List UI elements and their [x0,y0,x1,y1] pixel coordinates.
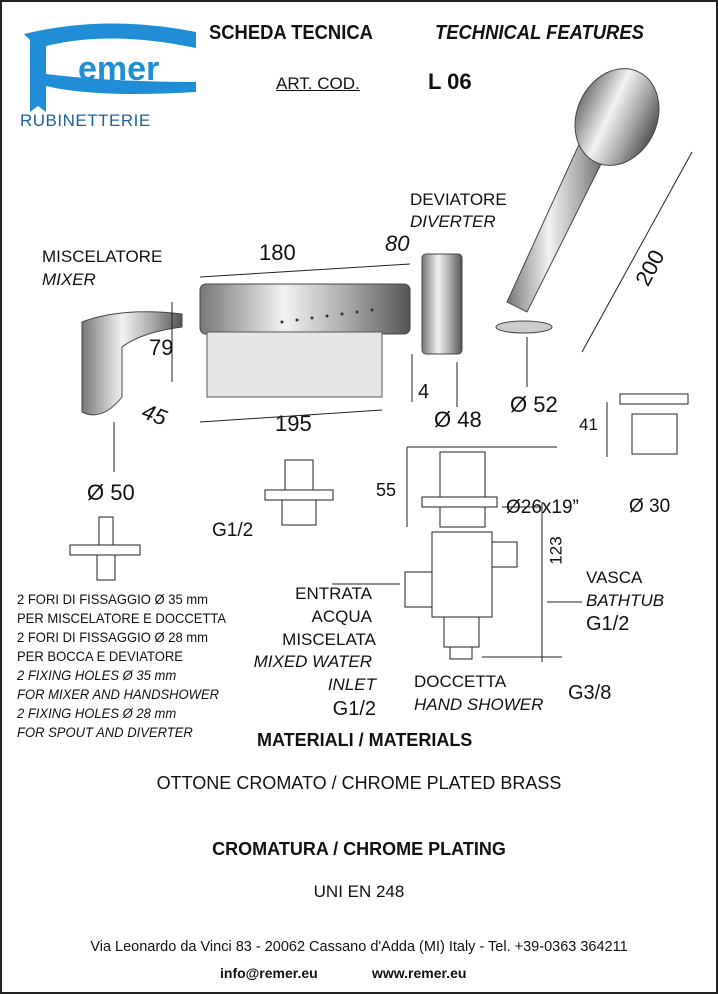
dim-diameter-26x19: Ø26x19” [506,497,579,518]
dim-55: 55 [376,480,397,500]
logo-subtitle: RUBINETTERIE [20,111,151,130]
shower-thread: G3/8 [568,682,612,704]
note-line: FOR MIXER AND HANDSHOWER [17,686,220,702]
fixing-holes-notes: 2 FORI DI FISSAGGIO Ø 35 mm PER MISCELAT… [17,590,242,742]
diverter-label-en: DIVERTER [410,212,496,231]
inlet-label-4: MIXED WATER [253,652,372,671]
mixer-label-en: MIXER [42,270,96,289]
remer-logo: emer RUBINETTERIE [16,20,198,130]
inlet-thread: G1/2 [332,698,376,720]
plating-value: UNI EN 248 [313,882,405,901]
art-code-label: ART. COD. [276,74,360,93]
note-line: PER MISCELATORE E DOCCETTA [17,610,227,626]
svg-text:emer: emer [78,50,159,88]
mixer-drawing [81,311,183,416]
bathtub-label-it: VASCA [586,568,643,587]
dim-180: 180 [259,240,296,265]
note-line: PER BOCCA E DEVIATORE [17,648,183,664]
dim-41: 41 [579,415,598,434]
shower-label-en: HAND SHOWER [414,695,544,714]
handshower-drawing [495,68,660,334]
title-english: TECHNICAL FEATURES [435,22,644,44]
logo-mark-icon: emer [24,23,196,112]
bathtub-thread: G1/2 [586,613,630,635]
dim-80: 80 [385,231,410,256]
title-italian: SCHEDA TECNICA [209,22,373,44]
dim-diameter-30: Ø 30 [629,496,671,517]
bathtub-label-en: BATHTUB [586,591,665,610]
inlet-label-5: INLET [327,675,376,694]
footer-address: Via Leonardo da Vinci 83 - 20062 Cassano… [90,939,628,955]
footer-website[interactable]: www.remer.eu [372,965,467,981]
section-drawings [69,393,689,660]
note-line: 2 FIXING HOLES Ø 28 mm [17,705,177,721]
note-line: FOR SPOUT AND DIVERTER [17,724,193,740]
diverter-label-it: DEVIATORE [410,190,507,209]
dim-4: 4 [418,381,430,403]
spout-drawing [199,283,411,398]
inlet-label-3: MISCELATA [282,630,376,649]
shower-label-it: DOCCETTA [414,672,507,691]
dim-diameter-50: Ø 50 [87,480,135,505]
diverter-drawing [421,253,463,355]
dim-123: 123 [546,536,566,565]
materials-value: OTTONE CROMATO / CHROME PLATED BRASS [156,773,562,793]
note-line: 2 FIXING HOLES Ø 35 mm [17,667,177,683]
dim-195: 195 [275,411,312,436]
dim-diameter-52: Ø 52 [510,392,558,417]
dim-79: 79 [149,335,174,360]
plating-heading: CROMATURA / CHROME PLATING [212,839,506,859]
art-code-value: L 06 [428,69,472,94]
dim-g12-thread: G1/2 [212,520,254,541]
note-line: 2 FORI DI FISSAGGIO Ø 35 mm [17,591,208,607]
footer-email[interactable]: info@remer.eu [220,965,318,981]
mixer-label-it: MISCELATORE [42,247,163,266]
inlet-label-1: ENTRATA [295,584,372,603]
note-line: 2 FORI DI FISSAGGIO Ø 28 mm [17,629,208,645]
dimension-lines [113,151,693,662]
materials-heading: MATERIALI / MATERIALS [257,730,473,750]
inlet-label-2: ACQUA [311,607,372,626]
dim-diameter-48: Ø 48 [434,407,482,432]
